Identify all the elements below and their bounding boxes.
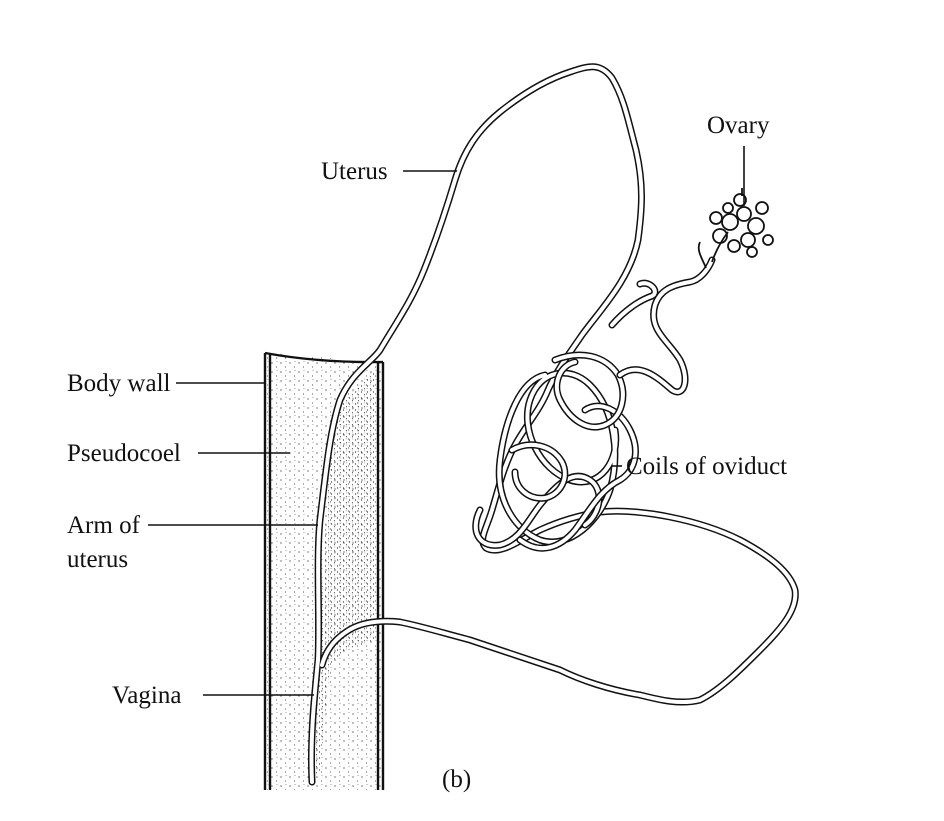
label-arm-of-uterus-line2: uterus	[67, 546, 129, 573]
body-wall-section	[263, 351, 385, 790]
label-vagina: Vagina	[112, 682, 182, 709]
leader-lines	[148, 146, 745, 696]
label-arm-of-uterus-line1: Arm of	[67, 512, 140, 539]
reproductive-tube	[307, 63, 799, 786]
ovary-tuft	[697, 188, 774, 269]
uterus-arm-tissue	[312, 368, 376, 780]
label-ovary: Ovary	[707, 112, 770, 139]
label-pseudocoel: Pseudocoel	[67, 440, 181, 467]
panel-label: (b)	[442, 766, 472, 793]
label-body-wall: Body wall	[67, 370, 171, 397]
oviduct-coils	[472, 256, 716, 552]
label-uterus: Uterus	[321, 158, 388, 185]
label-coils-of-oviduct: Coils of oviduct	[626, 453, 788, 480]
